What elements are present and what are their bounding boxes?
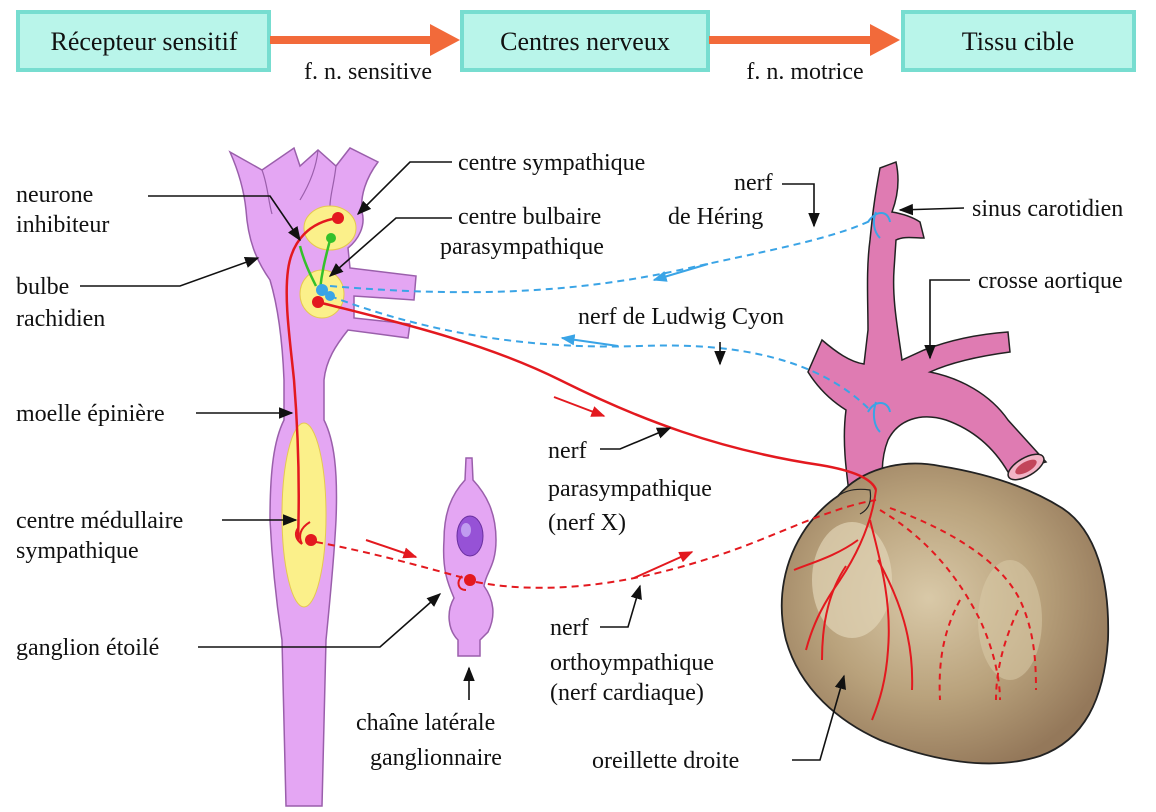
- label-nerf-hering-2: de Héring: [668, 204, 763, 230]
- label-nerf-para-2: parasympathique: [548, 476, 712, 502]
- label-chaine-1: chaîne latérale: [356, 710, 495, 736]
- label-neurone-1: neurone: [16, 182, 93, 208]
- label-nerf-para-3: (nerf X): [548, 510, 626, 536]
- flow-box-centres-label: Centres nerveux: [500, 27, 670, 56]
- flow-box-tissu: Tissu cible: [903, 12, 1134, 70]
- label-centre-bulbaire-1: centre bulbaire: [458, 204, 601, 230]
- label-nerf-ortho-2: orthoympathique: [550, 650, 714, 676]
- flow-arrow-motrice: [709, 24, 900, 56]
- label-centre-med-2: sympathique: [16, 538, 139, 564]
- label-nerf-hering-1: nerf: [734, 170, 773, 196]
- label-sinus-carotidien: sinus carotidien: [972, 196, 1123, 222]
- flow-box-recepteur-label: Récepteur sensitif: [51, 27, 238, 56]
- flow-arrow-sensitive: [270, 24, 460, 56]
- label-bulbe-2: rachidien: [16, 306, 105, 332]
- flow-arrow-sensitive-label: f. n. sensitive: [304, 59, 432, 85]
- label-chaine-2: ganglionnaire: [370, 745, 502, 771]
- label-nerf-ludwig: nerf de Ludwig Cyon: [578, 304, 784, 330]
- label-nerf-para-1: nerf: [548, 438, 587, 464]
- flow-box-recepteur: Récepteur sensitif: [18, 12, 269, 70]
- flow-arrow-motrice-label: f. n. motrice: [746, 59, 863, 85]
- sympathetic-chain: [444, 458, 496, 656]
- label-oreillette: oreillette droite: [592, 748, 739, 774]
- label-neurone-2: inhibiteur: [16, 212, 109, 238]
- label-crosse-aortique: crosse aortique: [978, 268, 1123, 294]
- label-ganglion: ganglion étoilé: [16, 635, 159, 661]
- label-nerf-ortho-1: nerf: [550, 615, 589, 641]
- label-centre-med-1: centre médullaire: [16, 508, 183, 534]
- label-centre-sympathique: centre sympathique: [458, 150, 645, 176]
- flow-box-tissu-label: Tissu cible: [962, 27, 1074, 56]
- spinal-cord: [230, 148, 416, 806]
- label-bulbe-1: bulbe: [16, 274, 69, 300]
- label-centre-bulbaire-2: parasympathique: [440, 234, 604, 260]
- heart: [782, 464, 1108, 764]
- flow-box-centres: Centres nerveux: [462, 12, 708, 70]
- label-moelle: moelle épinière: [16, 401, 165, 427]
- label-nerf-ortho-3: (nerf cardiaque): [550, 680, 704, 706]
